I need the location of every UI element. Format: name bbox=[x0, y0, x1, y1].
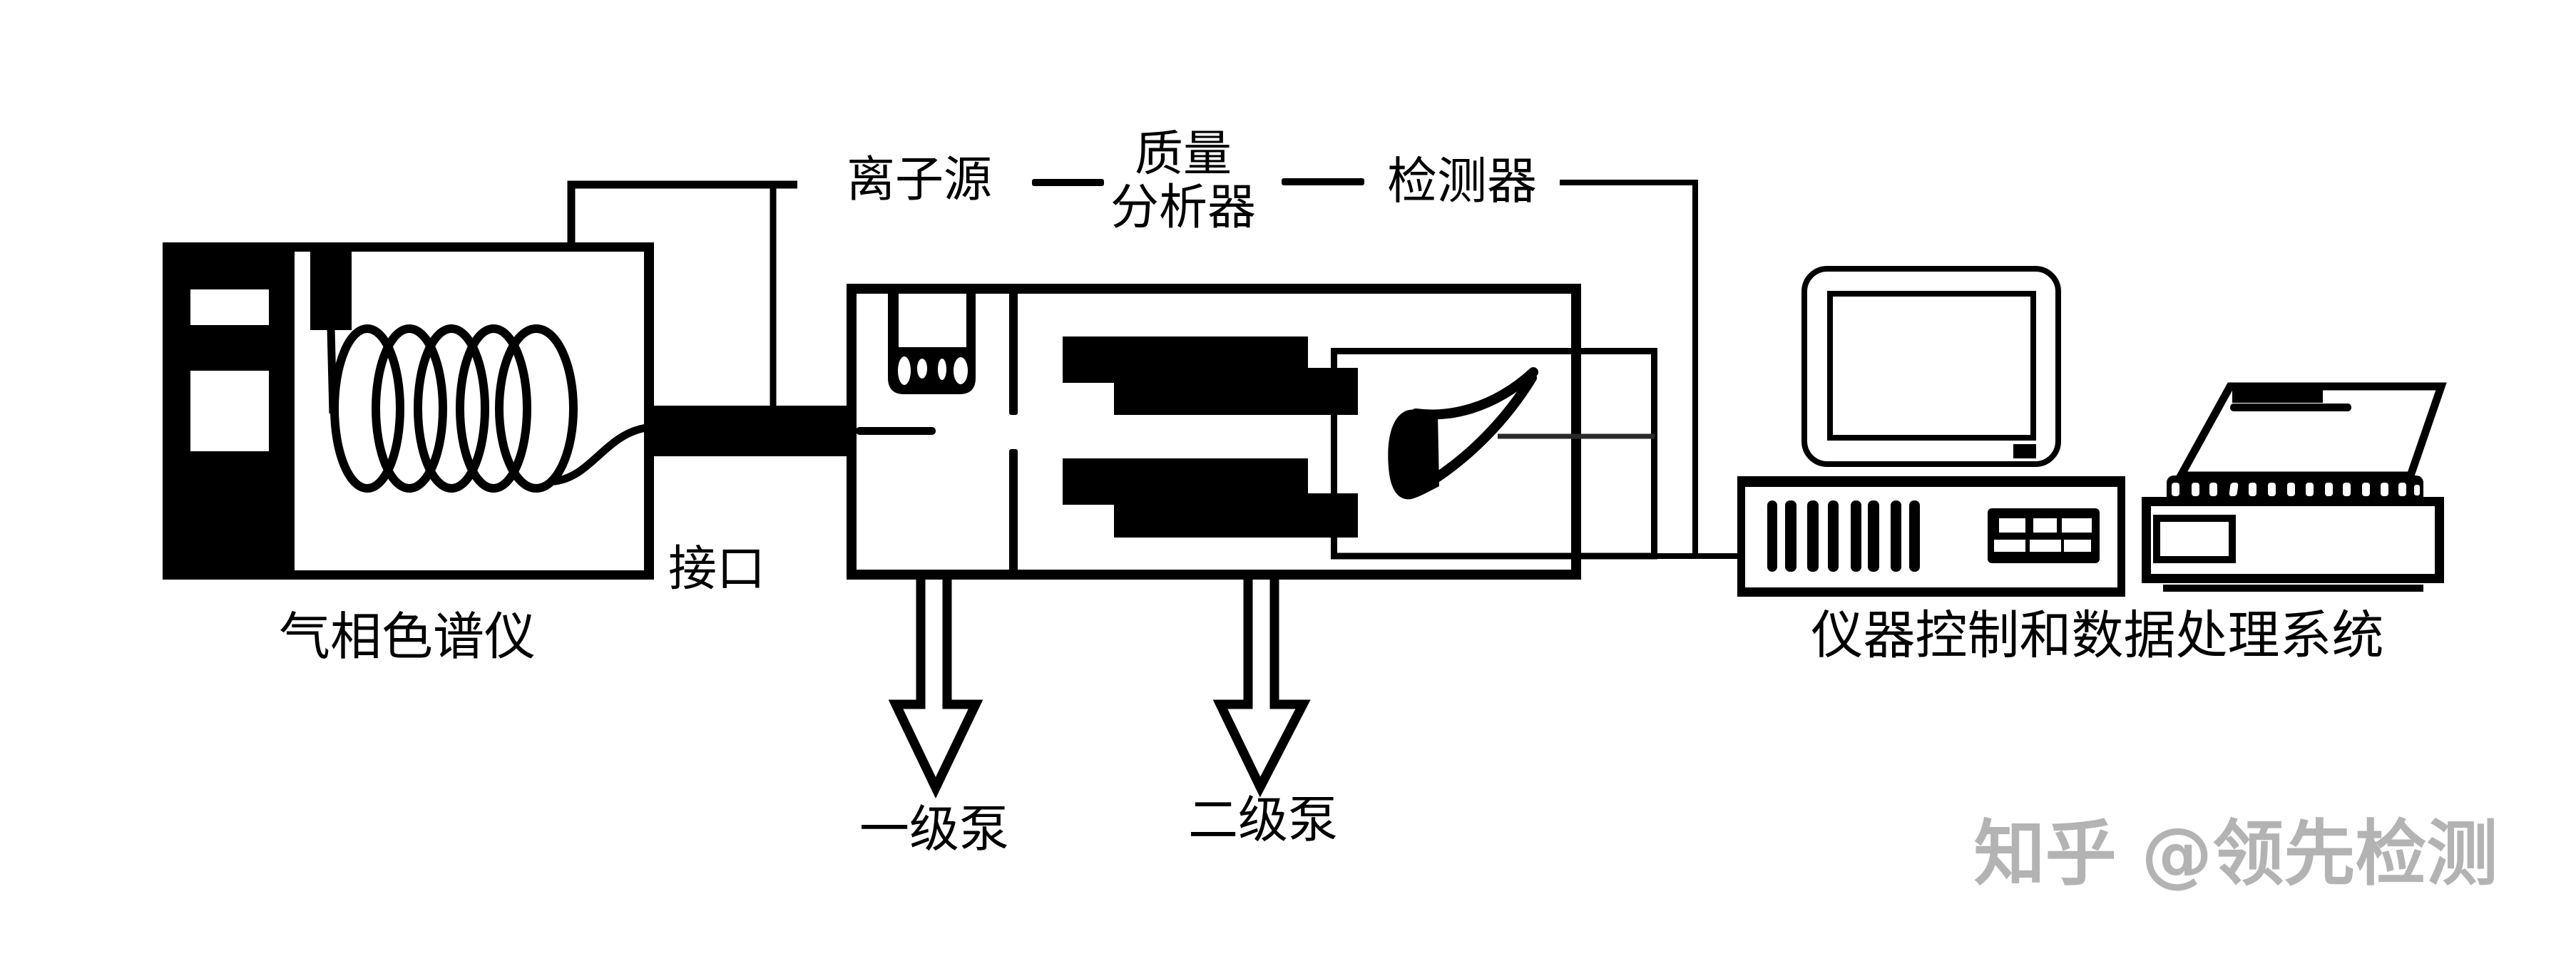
ion-source-aperture bbox=[917, 359, 927, 379]
gc-panel-window-upper bbox=[190, 289, 269, 325]
monitor-bezel bbox=[1801, 266, 2061, 467]
computer-vent-slot bbox=[1909, 500, 1920, 572]
ms-vacuum-housing bbox=[847, 284, 1581, 580]
label-ion-source: 离子源 bbox=[846, 152, 992, 208]
gc-injector-block bbox=[310, 251, 352, 330]
computer-vent-slot bbox=[1868, 500, 1879, 572]
gc-control-cable bbox=[567, 180, 797, 244]
printer-icon bbox=[2142, 382, 2447, 592]
computer-vent-slot bbox=[1851, 500, 1861, 572]
label-interface: 接口 bbox=[668, 541, 765, 597]
data-system bbox=[1737, 266, 2447, 597]
drive-slot bbox=[2062, 518, 2092, 533]
secondary-pump-arrow bbox=[1212, 580, 1311, 798]
ion-source bbox=[856, 289, 976, 435]
printer-slot bbox=[2192, 483, 2199, 496]
drive-slot bbox=[2030, 540, 2061, 552]
printer-slot bbox=[2209, 483, 2217, 496]
label-mass-analyzer-line2: 分析器 bbox=[1110, 180, 1256, 236]
electron-multiplier-lower-arm bbox=[1428, 373, 1537, 485]
ion-source-aperture bbox=[898, 356, 911, 385]
drive-slot bbox=[2033, 518, 2057, 533]
coil-loop bbox=[330, 324, 404, 493]
computer-tower-icon bbox=[1737, 476, 2125, 597]
coil-loop bbox=[414, 324, 489, 493]
computer-vent-slot bbox=[1785, 500, 1796, 572]
gc-panel-window-lower bbox=[190, 371, 269, 451]
computer-vent-slot bbox=[1807, 500, 1819, 572]
printer-slot bbox=[2249, 483, 2256, 496]
mass-spectrometer bbox=[847, 284, 1657, 799]
mass-analyzer-rods bbox=[1063, 336, 1358, 538]
ion-source-wall-right bbox=[966, 289, 976, 360]
ion-source-wall-left bbox=[888, 289, 899, 360]
detector-housing bbox=[1331, 348, 1657, 560]
gas-chromatograph bbox=[163, 242, 654, 580]
label-dash-analyzer-to-detector bbox=[1282, 178, 1364, 185]
printer-slot bbox=[2287, 483, 2295, 496]
watermark-text: 知乎 @领先检测 bbox=[1973, 812, 2498, 895]
ion-beam-inlet bbox=[856, 427, 936, 435]
computer-vent-slot bbox=[1891, 500, 1901, 572]
monitor-power-button bbox=[2013, 444, 2036, 458]
printer-foot bbox=[2163, 585, 2423, 592]
label-dash-ion-to-analyzer bbox=[1032, 179, 1104, 186]
printer-slot bbox=[2343, 483, 2351, 496]
interface-transfer-line bbox=[654, 406, 848, 456]
drive-bay-frame bbox=[1988, 508, 2100, 563]
ion-source-aperture bbox=[938, 359, 946, 380]
label-primary-pump: 一级泵 bbox=[859, 800, 1009, 858]
ion-source-baffle-upper bbox=[1009, 289, 1018, 415]
computer-drive-bay bbox=[1988, 508, 2100, 563]
label-secondary-pump: 二级泵 bbox=[1188, 791, 1338, 849]
printer-bottom-strip bbox=[2175, 574, 2418, 582]
quadrupole-rod-lower-rear bbox=[1114, 493, 1358, 538]
label-gas-chromatograph: 气相色谱仪 bbox=[278, 607, 536, 667]
coil-loop bbox=[456, 324, 531, 493]
ion-source-filament-block bbox=[888, 347, 976, 394]
label-detector: 检测器 bbox=[1387, 152, 1537, 210]
printer-slot bbox=[2229, 483, 2239, 496]
printer-slot bbox=[2325, 483, 2333, 496]
computer-vent-slot bbox=[1828, 500, 1839, 572]
coil-loop bbox=[372, 324, 447, 493]
ion-source-baffle-lower bbox=[1009, 449, 1018, 575]
quadrupole-rod-upper-rear bbox=[1114, 368, 1358, 415]
coil-loop bbox=[495, 324, 578, 493]
printer-slot bbox=[2362, 483, 2370, 496]
monitor-screen bbox=[1827, 291, 2036, 441]
printer-slot bbox=[2381, 483, 2388, 496]
printer-slot bbox=[2172, 483, 2179, 496]
printer-slot bbox=[2268, 483, 2276, 496]
drive-slot bbox=[2064, 540, 2091, 552]
drive-slot bbox=[1994, 540, 2025, 552]
drive-slot bbox=[1999, 518, 2025, 533]
gc-column-coil bbox=[330, 324, 578, 493]
primary-pump-arrow bbox=[888, 580, 983, 799]
gc-column-outlet bbox=[551, 423, 650, 485]
computer-vent-slot bbox=[1767, 500, 1777, 572]
electron-multiplier-mouth bbox=[1388, 409, 1439, 500]
label-mass-analyzer-line1: 质量 bbox=[1134, 126, 1232, 183]
label-data-system: 仪器控制和数据处理系统 bbox=[1811, 605, 2384, 666]
gc-oven-chamber bbox=[295, 252, 644, 570]
printer-slot bbox=[2398, 483, 2406, 496]
printer-ribbon-slots bbox=[2172, 483, 2420, 496]
ion-source-aperture bbox=[954, 357, 968, 384]
detector bbox=[1331, 348, 1657, 560]
printer-slot bbox=[2306, 483, 2314, 496]
printer-display bbox=[2153, 515, 2236, 563]
printer-slot bbox=[2414, 485, 2420, 495]
electron-multiplier-upper-arm bbox=[1411, 367, 1538, 420]
detector-control-cable bbox=[1560, 180, 1698, 557]
printer-paper-guide bbox=[2230, 404, 2351, 411]
monitor-icon bbox=[1801, 266, 2061, 467]
printer-paper-bar bbox=[2232, 390, 2323, 403]
